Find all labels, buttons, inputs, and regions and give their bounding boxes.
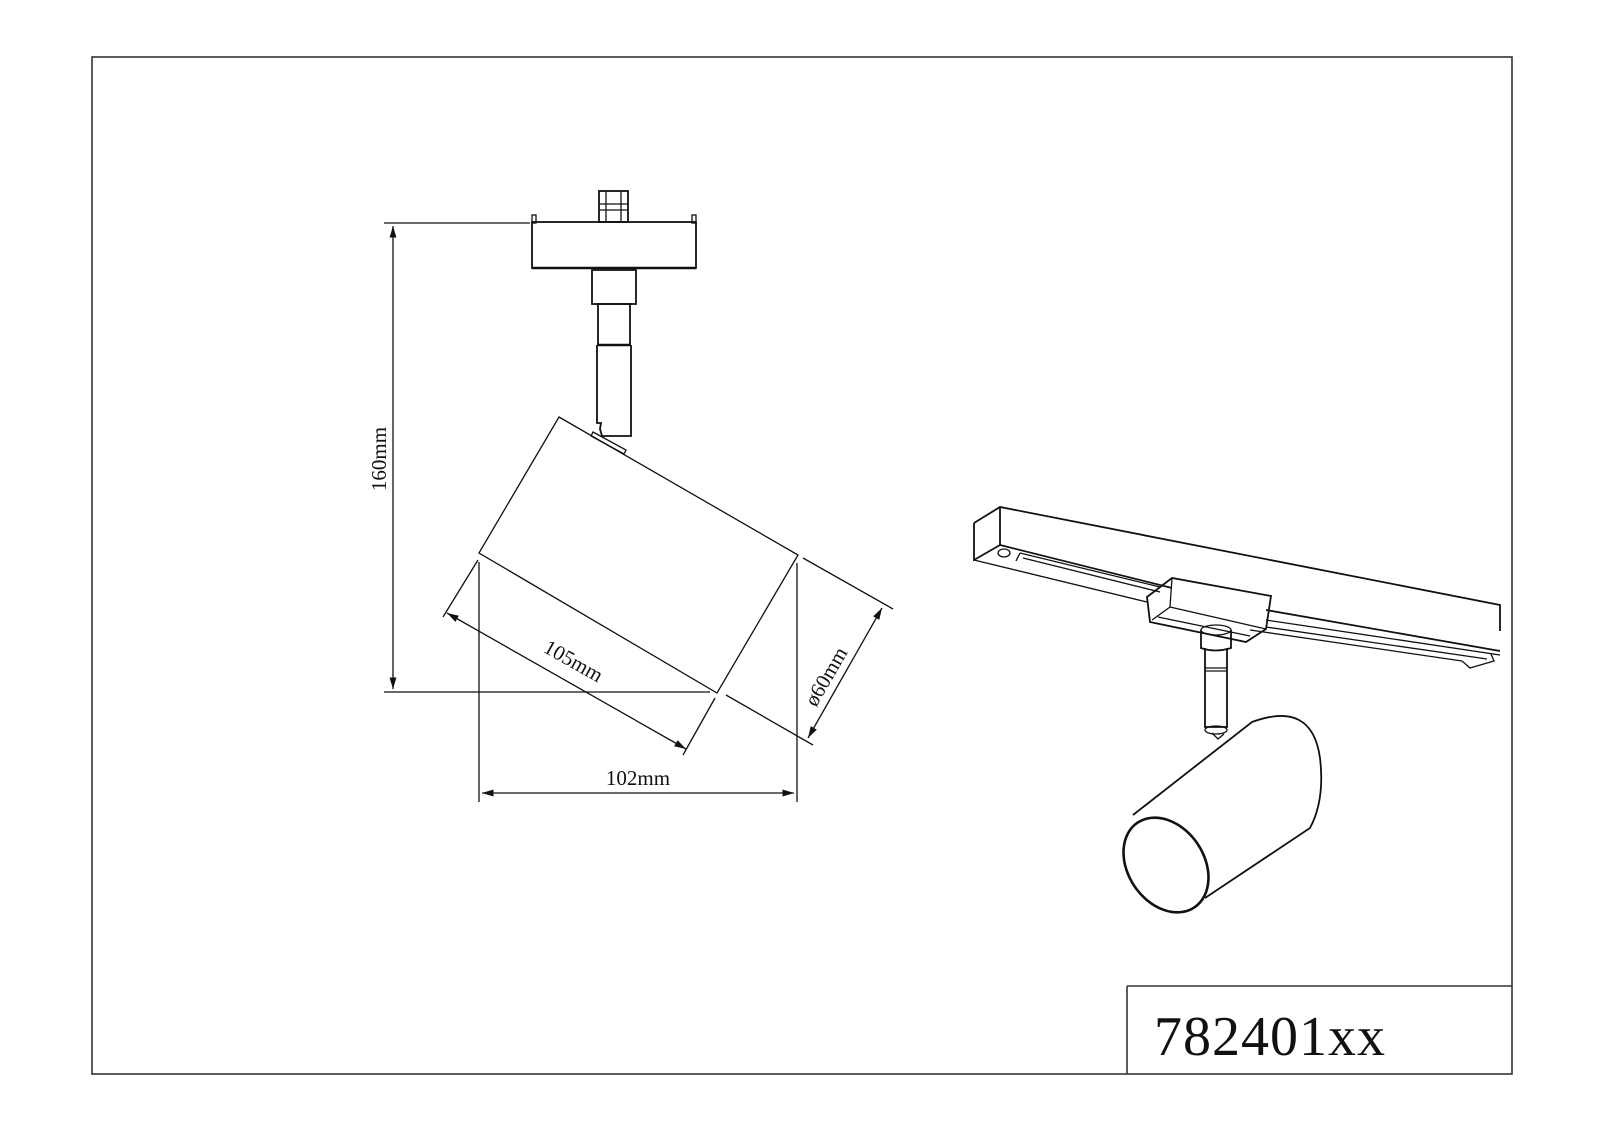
title-block: 782401xx xyxy=(1126,985,1512,1074)
lens-opening xyxy=(1122,816,1210,914)
side-view: 160mm 105mm ø60mm 102mm xyxy=(367,190,894,802)
height-label: 160mm xyxy=(367,427,391,491)
spotlight-cylinder xyxy=(1122,715,1323,914)
length-label: 105mm xyxy=(540,635,608,687)
perspective-view xyxy=(973,506,1501,914)
diameter-dimension: ø60mm xyxy=(725,557,894,746)
track-adapter-housing xyxy=(531,214,697,270)
height-dimension: 160mm xyxy=(367,222,710,693)
stem xyxy=(590,269,637,455)
part-number: 782401xx xyxy=(1154,1006,1386,1068)
track-rail xyxy=(973,506,1501,669)
drawing-frame xyxy=(91,56,1513,1075)
lamp-body xyxy=(478,416,799,694)
width-label: 102mm xyxy=(606,766,670,790)
length-dimension: 105mm xyxy=(442,559,716,756)
track-adapter xyxy=(1146,577,1273,643)
track-adapter-connector xyxy=(598,190,629,223)
width-dimension: 102mm xyxy=(478,562,798,802)
spotlight-stem xyxy=(1200,624,1232,740)
diameter-label: ø60mm xyxy=(800,643,853,711)
